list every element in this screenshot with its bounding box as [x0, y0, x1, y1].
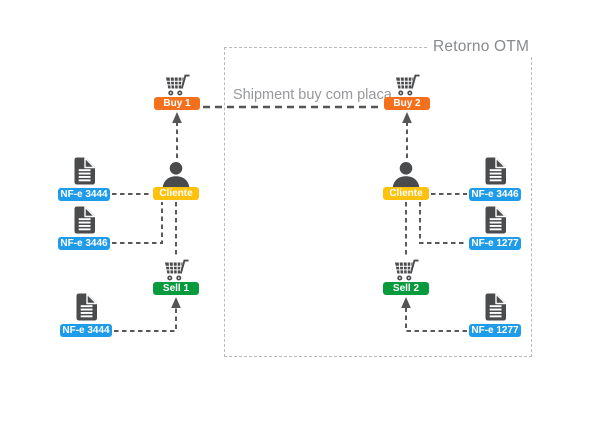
document-icon: [481, 292, 509, 322]
buy-2-label: Buy 2: [384, 97, 430, 110]
connector-nfe-3444-to-sell-1: [114, 297, 181, 332]
document-icon: [70, 156, 98, 186]
connector-cliente-left-to-buy-1: [172, 112, 182, 158]
cart-icon: [392, 72, 422, 97]
buy-1-label: Buy 1: [154, 97, 200, 110]
nfe-3444-top-left-label: NF-e 3444: [58, 188, 110, 201]
cliente-left-label: Cliente: [153, 187, 199, 200]
nfe-3446-right-label: NF-e 3446: [469, 188, 521, 201]
node-sell-1: Sell 1: [146, 257, 206, 295]
node-cliente-left: Cliente: [146, 161, 206, 200]
document-icon: [70, 205, 98, 235]
document-icon: [72, 292, 100, 322]
node-sell-2: Sell 2: [376, 257, 436, 295]
cliente-right-label: Cliente: [383, 187, 429, 200]
node-nfe-3446-right: NF-e 3446: [465, 156, 525, 201]
person-icon: [159, 161, 193, 190]
person-icon: [389, 161, 423, 190]
node-nfe-1277-bottom-right: NF-e 1277: [465, 292, 525, 337]
shipment-caption: Shipment buy com placa: [233, 87, 392, 103]
node-nfe-3446-left: NF-e 3446: [54, 205, 114, 250]
node-buy-2: Buy 2: [377, 72, 437, 110]
node-nfe-3444-bottom-left: NF-e 3444: [56, 292, 116, 337]
retorno-otm-box: [224, 47, 532, 357]
nfe-1277-mid-right-label: NF-e 1277: [469, 237, 521, 250]
cart-icon: [162, 72, 192, 97]
nfe-3446-left-label: NF-e 3446: [58, 237, 110, 250]
nfe-1277-bottom-right-label: NF-e 1277: [469, 324, 521, 337]
connector-nfe-3446-to-cliente-left: [112, 202, 163, 244]
sell-1-label: Sell 1: [153, 282, 199, 295]
cart-icon: [161, 257, 191, 282]
document-icon: [481, 205, 509, 235]
node-nfe-3444-top-left: NF-e 3444: [54, 156, 114, 201]
cart-icon: [391, 257, 421, 282]
node-buy-1: Buy 1: [147, 72, 207, 110]
node-nfe-1277-mid-right: NF-e 1277: [465, 205, 525, 250]
sell-2-label: Sell 2: [383, 282, 429, 295]
node-cliente-right: Cliente: [376, 161, 436, 200]
document-icon: [481, 156, 509, 186]
nfe-3444-bottom-left-label: NF-e 3444: [60, 324, 112, 337]
retorno-otm-title: Retorno OTM: [427, 38, 536, 56]
